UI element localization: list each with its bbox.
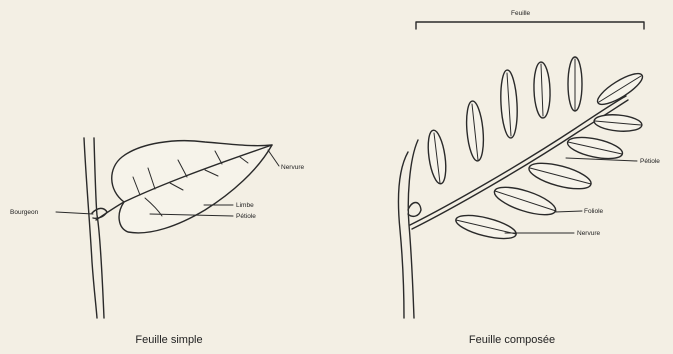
label-simple-nervure: Nervure (281, 164, 305, 171)
simple-leaf-figure: Bourgeon Nervure Limbe Pétiole Feuille s… (10, 138, 305, 346)
caption-compound: Feuille composée (469, 334, 555, 346)
foliole-leader-line (555, 211, 582, 212)
compound-stem-left-edge (399, 152, 408, 318)
label-simple-petiole: Pétiole (236, 213, 256, 220)
compound-bud-shape (408, 203, 421, 217)
label-bracket-feuille: Feuille (511, 10, 531, 17)
feuille-bracket (416, 22, 644, 29)
simple-vein-leader-line (268, 150, 279, 166)
simple-stem-right-edge (94, 138, 104, 318)
compound-leaf-figure: Feuille (399, 10, 661, 346)
label-compound-nervure: Nervure (577, 230, 601, 237)
label-bourgeon: Bourgeon (10, 209, 39, 216)
bud-leader-line (56, 212, 93, 214)
label-limbe: Limbe (236, 202, 254, 209)
caption-simple: Feuille simple (135, 334, 202, 346)
label-foliole: Foliole (584, 208, 604, 215)
label-compound-petiole: Pétiole (640, 158, 660, 165)
